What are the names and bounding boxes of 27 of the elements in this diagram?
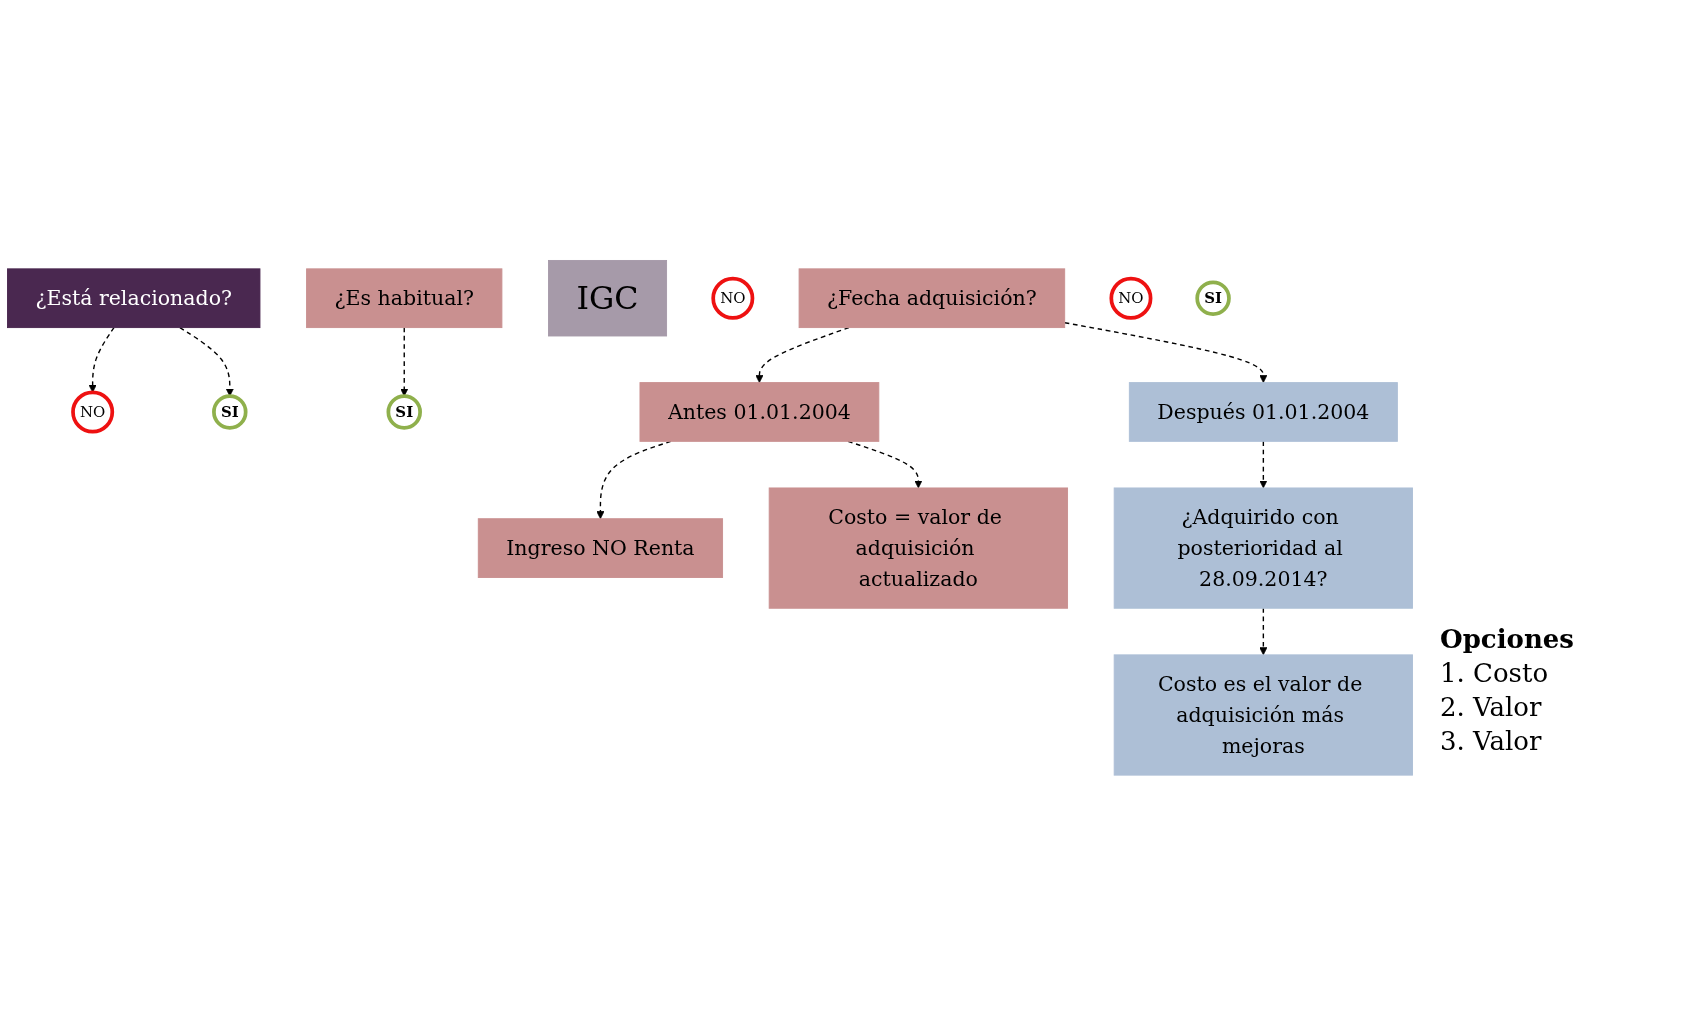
node-circle: NO bbox=[1109, 276, 1153, 320]
node-box: ¿Fecha adquisición? bbox=[798, 268, 1066, 329]
node-box: Después 01.01.2004 bbox=[1128, 382, 1398, 442]
node-circle: SI bbox=[1195, 280, 1231, 317]
arrow bbox=[179, 327, 234, 397]
arrow bbox=[755, 327, 850, 384]
node-box: Ingreso NO Renta bbox=[477, 518, 724, 579]
arrow bbox=[1259, 607, 1268, 656]
node-box: ¿Está relacionado? bbox=[7, 268, 261, 329]
node-box: Costo = valor de adquisición actualizado bbox=[768, 487, 1068, 609]
option-text: 3. Valor bbox=[1440, 726, 1543, 756]
node-circle: SI bbox=[386, 394, 422, 430]
arrow bbox=[400, 327, 409, 397]
option-text: 1. Costo bbox=[1440, 658, 1550, 688]
option-text: Opciones bbox=[1440, 624, 1575, 654]
node-circle: NO bbox=[711, 276, 755, 320]
node-box: Antes 01.01.2004 bbox=[639, 382, 880, 442]
node-circle: SI bbox=[212, 394, 248, 430]
arrow bbox=[88, 327, 115, 393]
option-text: 2. Valor bbox=[1440, 692, 1543, 722]
node-box: Costo es el valor de adquisición más mejoras bbox=[1113, 654, 1413, 776]
node-box: ¿Adquirido con posterioridad al 28.09.2014? bbox=[1113, 487, 1413, 609]
node-box: IGC bbox=[548, 260, 668, 337]
arrow bbox=[1259, 440, 1268, 489]
node-circle: NO bbox=[71, 390, 115, 434]
node-box: ¿Es habitual? bbox=[306, 268, 503, 329]
arrow bbox=[1064, 322, 1268, 384]
